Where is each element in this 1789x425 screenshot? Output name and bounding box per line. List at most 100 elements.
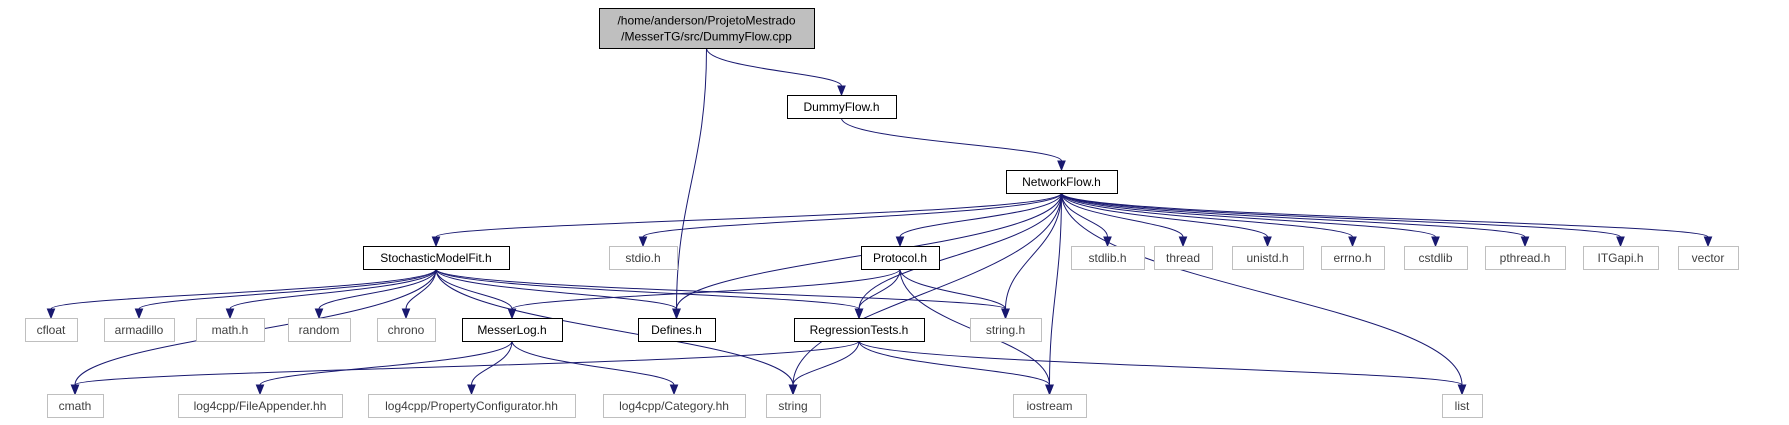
node-stdio_h-box: [609, 246, 678, 270]
arrowhead-protocol_h-to-regressiontests_h: [854, 308, 864, 320]
arrowhead-stochasticmodelfit_h-to-cfloat: [46, 308, 56, 320]
node-category_hh: log4cpp/Category.hh: [603, 394, 746, 418]
edge-stochasticmodelfit_h-to-armadillo: [138, 268, 437, 310]
node-fileappender_hh-box: [178, 394, 343, 418]
node-stochasticmodelfit_h-label: StochasticModelFit.h: [380, 251, 491, 265]
node-cmath-label: cmath: [59, 399, 92, 413]
node-itgapi_h: ITGapi.h: [1583, 246, 1659, 270]
node-propertyconfigurator_hh-box: [368, 394, 576, 418]
arrowhead-regressiontests_h-to-list: [1457, 384, 1467, 396]
edges-layer: [46, 47, 1713, 396]
arrowhead-networkflow_h-to-itgapi_h: [1616, 236, 1625, 248]
node-messerlog_h[interactable]: MesserLog.h: [462, 318, 563, 342]
edge-networkflow_h-to-stdio_h: [642, 192, 1062, 238]
node-protocol_h-box: [861, 246, 940, 270]
node-stdlib_h-label: stdlib.h: [1088, 251, 1126, 265]
node-iostream: iostream: [1013, 394, 1087, 418]
node-errno_h-box: [1321, 246, 1385, 270]
arrowhead-stochasticmodelfit_h-to-armadillo: [134, 308, 144, 320]
edge-networkflow_h-to-errno_h: [1061, 192, 1353, 238]
node-iostream-label: iostream: [1026, 399, 1072, 413]
arrowhead-root-to-dummyflow_h: [837, 85, 846, 97]
node-string_h-label: string.h: [986, 323, 1025, 337]
node-itgapi_h-box: [1583, 246, 1659, 270]
node-string-box: [766, 394, 821, 418]
node-protocol_h[interactable]: Protocol.h: [861, 246, 940, 270]
node-list: list: [1442, 394, 1483, 418]
node-math_h: math.h: [196, 318, 265, 342]
edge-networkflow_h-to-string_h: [1005, 192, 1062, 310]
node-protocol_h-label: Protocol.h: [873, 251, 927, 265]
node-stdlib_h: stdlib.h: [1071, 246, 1145, 270]
edge-regressiontests_h-to-string: [792, 340, 860, 386]
node-stdlib_h-box: [1071, 246, 1145, 270]
node-math_h-label: math.h: [212, 323, 249, 337]
node-list-box: [1442, 394, 1483, 418]
node-random: random: [288, 318, 351, 342]
node-cstdlib: cstdlib: [1404, 246, 1468, 270]
node-armadillo: armadillo: [104, 318, 175, 342]
node-random-label: random: [299, 323, 340, 337]
node-root[interactable]: /home/anderson/ProjetoMestrado/MesserTG/…: [599, 8, 815, 49]
node-itgapi_h-label: ITGapi.h: [1597, 251, 1643, 265]
node-defines_h-label: Defines.h: [651, 323, 702, 337]
node-cstdlib-label: cstdlib: [1418, 251, 1452, 265]
edge-networkflow_h-to-regressiontests_h: [858, 192, 1062, 310]
node-chrono-box: [377, 318, 436, 342]
node-regressiontests_h-label: RegressionTests.h: [810, 323, 909, 337]
arrowhead-networkflow_h-to-stochasticmodelfit_h: [431, 236, 441, 248]
node-random-box: [288, 318, 351, 342]
node-defines_h-box: [638, 318, 716, 342]
arrowhead-networkflow_h-to-vector: [1703, 236, 1713, 248]
node-fileappender_hh: log4cpp/FileAppender.hh: [178, 394, 343, 418]
edge-networkflow_h-to-itgapi_h: [1061, 192, 1621, 238]
arrowhead-networkflow_h-to-unistd_h: [1263, 236, 1272, 248]
edge-networkflow_h-to-iostream: [1049, 192, 1062, 386]
edge-messerlog_h-to-fileappender_hh: [259, 340, 513, 386]
node-armadillo-label: armadillo: [115, 323, 164, 337]
node-messerlog_h-box: [462, 318, 563, 342]
node-chrono: chrono: [377, 318, 436, 342]
edge-messerlog_h-to-category_hh: [511, 340, 675, 386]
node-defines_h[interactable]: Defines.h: [638, 318, 716, 342]
edge-networkflow_h-to-thread: [1061, 192, 1184, 238]
arrowhead-regressiontests_h-to-string: [788, 384, 798, 396]
node-regressiontests_h[interactable]: RegressionTests.h: [794, 318, 925, 342]
node-cfloat: cfloat: [25, 318, 78, 342]
node-dummyflow_h[interactable]: DummyFlow.h: [787, 95, 897, 119]
edge-root-to-dummyflow_h: [706, 47, 842, 87]
arrowhead-regressiontests_h-to-cmath: [70, 384, 80, 396]
edge-messerlog_h-to-propertyconfigurator_hh: [471, 340, 513, 386]
arrowhead-stochasticmodelfit_h-to-random: [314, 308, 324, 320]
edge-protocol_h-to-regressiontests_h: [858, 268, 901, 310]
node-networkflow_h-box: [1006, 170, 1118, 194]
node-string-label: string: [778, 399, 807, 413]
node-unistd_h-label: unistd.h: [1246, 251, 1288, 265]
node-propertyconfigurator_hh-label: log4cpp/PropertyConfigurator.hh: [385, 399, 558, 413]
node-stochasticmodelfit_h[interactable]: StochasticModelFit.h: [363, 246, 510, 270]
node-regressiontests_h-box: [794, 318, 925, 342]
node-stochasticmodelfit_h-box: [363, 246, 510, 270]
arrowhead-regressiontests_h-to-iostream: [1045, 384, 1054, 396]
node-math_h-box: [196, 318, 265, 342]
node-fileappender_hh-label: log4cpp/FileAppender.hh: [194, 399, 327, 413]
arrowhead-networkflow_h-to-protocol_h: [895, 236, 905, 248]
arrowhead-dummyflow_h-to-networkflow_h: [1057, 160, 1066, 172]
nodes-layer: /home/anderson/ProjetoMestrado/MesserTG/…: [25, 8, 1739, 418]
edge-stochasticmodelfit_h-to-cfloat: [50, 268, 437, 310]
edge-stochasticmodelfit_h-to-random: [318, 268, 437, 310]
edge-networkflow_h-to-vector: [1061, 192, 1709, 238]
edge-networkflow_h-to-unistd_h: [1061, 192, 1268, 238]
node-vector: vector: [1678, 246, 1739, 270]
node-networkflow_h[interactable]: NetworkFlow.h: [1006, 170, 1118, 194]
edge-stochasticmodelfit_h-to-string_h: [435, 268, 1006, 310]
node-armadillo-box: [104, 318, 175, 342]
edge-regressiontests_h-to-list: [858, 340, 1463, 386]
edge-stochasticmodelfit_h-to-math_h: [229, 268, 437, 310]
node-errno_h: errno.h: [1321, 246, 1385, 270]
arrowhead-networkflow_h-to-pthread_h: [1520, 236, 1530, 248]
edge-dummyflow_h-to-networkflow_h: [841, 117, 1062, 162]
arrowhead-messerlog_h-to-propertyconfigurator_hh: [467, 384, 476, 396]
node-networkflow_h-label: NetworkFlow.h: [1022, 175, 1101, 189]
